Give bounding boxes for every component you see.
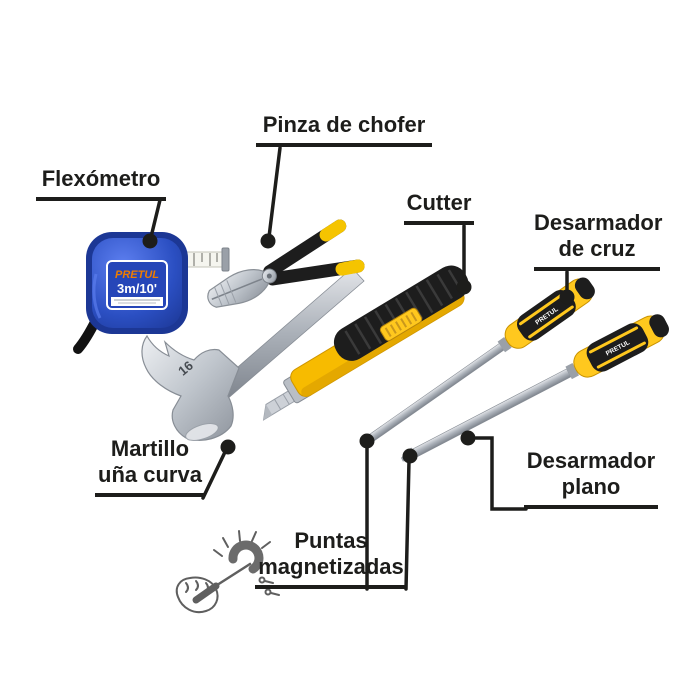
label-plano-line2: plano	[561, 473, 621, 499]
cutter-body-shade	[301, 295, 464, 397]
flat-collar	[565, 362, 579, 380]
label-pinza-text: Pinza de chofer	[262, 112, 426, 137]
pliers-handle-upper-tip	[319, 219, 347, 242]
sketch-screwdriver-handle	[192, 582, 220, 604]
label-plano-line1: Desarmador	[526, 448, 656, 473]
callout-cutter	[456, 224, 472, 295]
phillips-grip-stripe	[519, 292, 565, 326]
callout-flexometro	[142, 198, 162, 249]
tape-body-highlight	[92, 273, 102, 319]
phillips-butt-cap	[574, 277, 595, 300]
magnet-horseshoe	[228, 540, 264, 574]
phillips-grip-stripe	[528, 305, 574, 339]
callout-puntas-left	[359, 433, 375, 591]
label-flexometro-text: Flexómetro	[41, 166, 161, 191]
phillips-shaft	[367, 342, 506, 443]
label-cruz-line2: de cruz	[558, 235, 636, 261]
label-flexometro: Flexómetro	[36, 166, 166, 201]
label-pinza-de-chofer: Pinza de chofer	[256, 112, 432, 147]
cutter-grip	[333, 265, 469, 361]
label-desarmador-plano: Desarmador plano	[524, 448, 658, 509]
flat-grip-stripe	[596, 341, 646, 369]
pliers-teeth	[220, 283, 230, 305]
cutter-slider	[379, 307, 423, 342]
hand-knuckle	[185, 582, 189, 593]
hammer: 16	[141, 267, 365, 441]
tape-label-strip	[111, 297, 163, 306]
label-desarmador-de-cruz: Desarmador de cruz	[534, 210, 663, 271]
label-martillo-line2: uña curva	[98, 461, 202, 487]
phillips-grip	[517, 290, 576, 341]
pliers-teeth	[226, 280, 237, 303]
label-cutter-text: Cutter	[406, 190, 472, 215]
label-puntas-magnetizadas: Puntas magnetizadas	[255, 528, 407, 589]
cutter-blade-tip	[263, 404, 273, 420]
label-cutter: Cutter	[404, 190, 474, 225]
sketch-screwdriver-shaft	[212, 562, 252, 589]
pliers	[207, 219, 365, 308]
pliers-jaw-gap	[211, 278, 263, 300]
pliers-pivot-bolt	[266, 273, 272, 279]
sketch-screws	[258, 576, 280, 596]
callout-pinza	[260, 146, 282, 249]
pliers-teeth	[214, 287, 223, 307]
tape-measure: PRETUL 3m/10'	[73, 232, 230, 354]
hammer-face	[185, 423, 219, 441]
magnet-sketch-icon	[175, 530, 280, 614]
label-cruz-line1: Desarmador	[534, 210, 663, 235]
tape-brand: PRETUL	[115, 269, 159, 281]
callout-desarmador-cruz	[559, 270, 575, 305]
cutter-blade-segment	[282, 393, 290, 405]
cutter-slider-ridges	[384, 311, 418, 337]
label-martillo-una-curva: Martillo uña curva	[95, 436, 205, 497]
hammer-head	[141, 334, 240, 441]
hand-knuckle	[195, 580, 199, 591]
phillips-collar	[497, 337, 512, 353]
tape-size: 3m/10'	[117, 281, 157, 296]
label-puntas-line1: Puntas	[294, 528, 368, 553]
cutter-blade-segment	[274, 399, 282, 410]
flat-butt-cap	[649, 314, 669, 338]
flat-grip-stripe	[588, 326, 639, 354]
cutter	[262, 265, 469, 421]
magnet-spark-lines	[213, 530, 271, 557]
tape-hook	[221, 247, 230, 272]
callout-puntas-right	[402, 448, 418, 591]
pliers-handle-lower-tip	[335, 259, 365, 276]
tape-blade	[185, 251, 225, 268]
label-martillo-line1: Martillo	[110, 436, 190, 461]
callout-martillo	[201, 439, 236, 500]
label-puntas-line2: magnetizadas	[258, 553, 404, 579]
flat-grip	[586, 323, 649, 372]
screwdriver-flat: PRETUL	[400, 314, 669, 462]
callout-desarmador-plano	[460, 430, 528, 511]
